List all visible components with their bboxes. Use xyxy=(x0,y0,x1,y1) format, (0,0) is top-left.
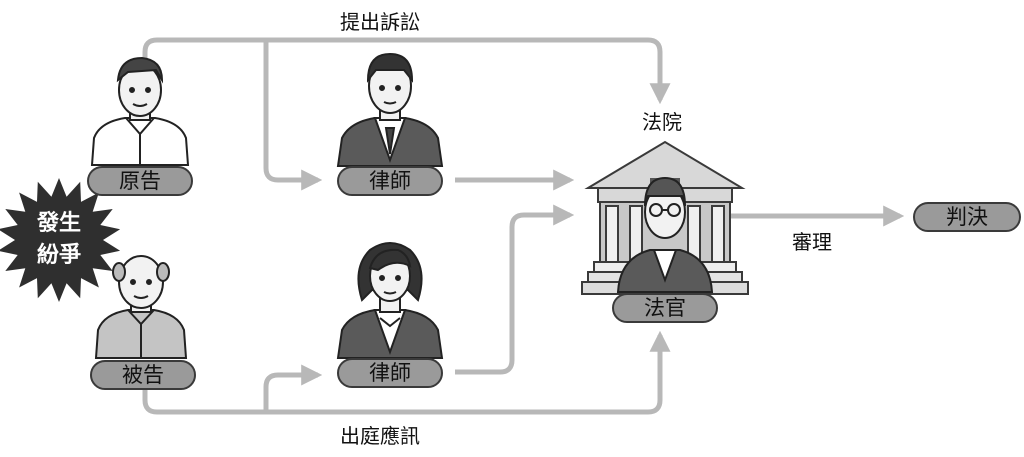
lawyer-female-figure xyxy=(336,242,444,359)
trial-label: 審理 xyxy=(792,230,832,254)
dispute-line-1: 發生 xyxy=(36,211,81,236)
judge-figure xyxy=(616,176,714,293)
plaintiff-badge: 原告 xyxy=(87,166,193,196)
plaintiff-figure xyxy=(90,56,190,166)
arrow-defendant-to-court xyxy=(142,330,671,415)
arrow-lawsuit-to-court xyxy=(142,37,671,105)
arrow-defendant-to-lawyer xyxy=(263,364,323,412)
lawyer-male-figure xyxy=(336,52,444,167)
dispute-line-2: 紛爭 xyxy=(36,243,81,268)
arrow-plaintiff-to-lawyer xyxy=(263,40,323,191)
defendant-figure xyxy=(94,255,188,359)
verdict-badge: 判決 xyxy=(913,202,1021,232)
lawyer-top-badge: 律師 xyxy=(337,166,443,196)
lawyer-bottom-badge: 律師 xyxy=(337,358,443,388)
file-lawsuit-label: 提出訴訟 xyxy=(340,10,420,34)
defendant-badge: 被告 xyxy=(90,360,196,390)
dispute-burst xyxy=(0,178,121,302)
judge-badge: 法官 xyxy=(612,293,718,323)
arrow-lawyer-bottom-to-court xyxy=(455,204,575,375)
appear-in-court-label: 出庭應訊 xyxy=(340,424,420,448)
court-label: 法院 xyxy=(642,110,682,134)
